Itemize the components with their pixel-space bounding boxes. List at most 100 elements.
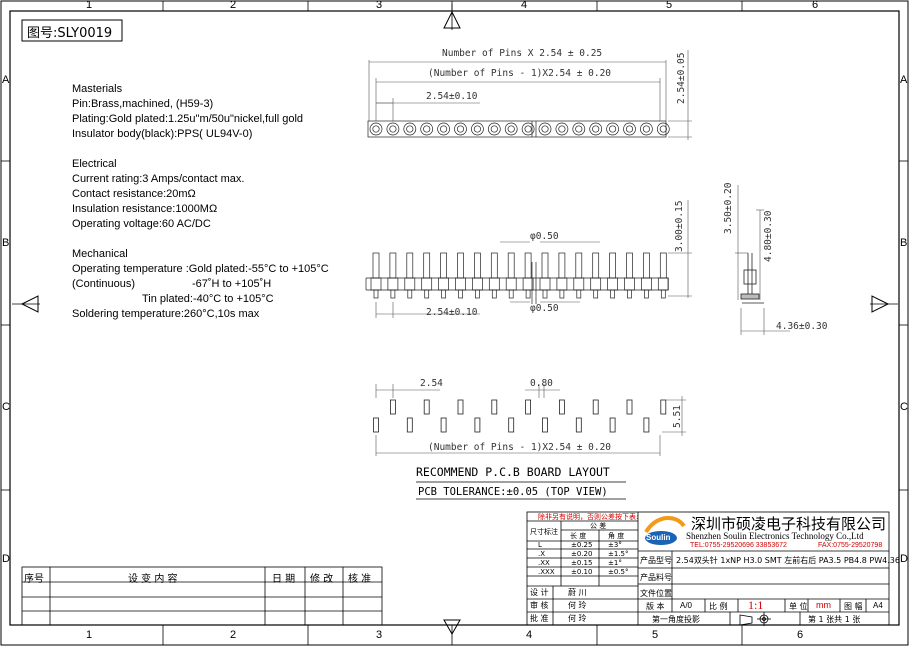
top-pin-inner [490,125,498,133]
front-pin-upper [372,252,380,279]
zone-bottom-2: 2 [230,629,237,641]
front-pin-body [387,277,399,291]
tol-header-dimension: 尺寸标注 [530,528,558,536]
top-pin-inner [423,125,431,133]
top-pin-inner [575,125,583,133]
tolerance-cell: ±0.20 [571,550,593,558]
pcb-pad [559,399,565,415]
specs-block: Masterials Pin:Brass,machined, (H59-3) P… [72,82,329,322]
front-pin-tail [610,289,615,299]
dim-side-b: 4.80±0.30 [763,210,774,262]
sheet-count: 第 1 张共 1 张 [808,615,861,624]
pcb-pad [440,417,447,433]
tolerance-cell: ±0.25 [571,541,593,549]
zone-left-a: A [2,74,10,86]
zone-top-2: 2 [230,0,237,11]
part-no-label: 产品料号 [640,573,672,582]
top-pin-inner [625,125,634,133]
front-pin-upper [507,252,515,279]
top-pin-outer [420,122,434,136]
front-pin-upper [440,252,447,279]
product-model-label: 产品型号 [640,556,672,565]
pcb-pad [542,417,548,433]
top-pin-outer [555,122,569,136]
mechanical-line: Operating temperature :Gold plated:-55°C… [72,263,329,275]
top-pin-inner [659,125,667,133]
pcb-pad [626,399,633,415]
front-pin-tail [407,289,413,299]
pcb-pad [474,417,481,433]
size-value: A4 [873,601,883,610]
pcb-pad [575,417,582,433]
front-pin-body [370,277,382,291]
front-pin-tail [660,289,666,299]
top-pin-inner [440,125,448,133]
front-pin-body [438,277,449,291]
approve-label: 批 准 [530,614,549,623]
version-value: A/0 [680,601,693,610]
dim-pcb-pad-width: 0.80 [530,378,553,389]
zone-bottom-3: 3 [376,629,383,641]
dim-pin-dia-top: φ0.50 [530,231,559,242]
top-pin-outer [640,122,653,136]
top-pin-outer [623,122,636,136]
materials-line: Insulator body(black):PPS( UL94V-0) [72,128,253,140]
front-pin-upper [643,252,650,279]
zone-bottom-6: 6 [797,629,804,641]
dim-height-side: 3.00±0.15 [674,200,685,252]
company-name-en: Shenzhen Soulin Electronics Technology C… [686,531,864,541]
front-pin-body [573,277,585,291]
front-pin-tail [441,289,446,299]
front-pin-upper [423,252,431,279]
front-pin-upper [389,252,397,279]
front-pin-body [522,277,534,291]
top-pin-outer [606,122,619,136]
materials-line: Pin:Brass,machined, (H59-3) [72,98,214,110]
front-pin-body [505,277,517,291]
front-pin-body [624,277,635,291]
front-pin-upper [575,252,583,279]
mechanical-line: -67˚H to +105˚H [192,278,272,290]
drawing-number: 图号:SLY0019 [27,26,113,41]
zone-bottom-5: 5 [652,629,659,641]
dim-total-length: Number of Pins X 2.54 ± 0.25 [442,48,603,59]
front-pin-tail [491,289,497,299]
front-pin-tail [559,289,565,299]
top-pin-inner [507,125,515,133]
top-pin-outer [504,122,518,136]
top-pin-outer [369,122,383,136]
scale-label: 比 例 [709,602,728,611]
front-pin-tail [542,289,548,299]
electrical-line: Insulation resistance:1000MΩ [72,203,218,215]
top-pin-inner [592,125,600,133]
dim-pcb-total: (Number of Pins - 1)X2.54 ± 0.20 [428,442,612,453]
zone-top-1: 1 [86,0,93,11]
dim-side-a: 3.50±0.20 [723,182,734,234]
pcb-pad [389,399,396,415]
top-pin-outer [386,122,400,136]
top-pin-inner [558,125,566,133]
dim-pin-dia-bottom: φ0.50 [530,303,559,314]
top-pin-inner [473,125,481,133]
front-pin-upper [457,252,464,279]
zone-right-a: A [900,74,908,86]
electrical-line: Contact resistance:20mΩ [72,188,196,200]
pcb-pad [660,399,667,415]
company-name-cn: 深圳市硕凌电子科技有限公司 [691,515,887,533]
zone-right-d: D [900,553,908,565]
top-pin-inner [609,125,617,133]
front-pin-upper [524,252,532,279]
pcb-tolerance: PCB TOLERANCE:±0.05 (TOP VIEW) [418,486,608,498]
dim-height-top: 2.54±0.05 [676,52,687,104]
logo-text: Soulin [646,533,671,542]
tolerance-cell: ±0.10 [571,568,593,576]
mechanical-heading: Mechanical [72,248,128,260]
pcb-pad [525,399,531,415]
tolerance-cell: L [538,541,542,549]
top-pin-outer [487,122,501,136]
top-pin-outer [656,122,670,136]
company-fax: FAX:0755-29520798 [818,542,883,549]
front-pin-upper [490,252,498,279]
electrical-line: Current rating:3 Amps/contact max. [72,173,245,185]
